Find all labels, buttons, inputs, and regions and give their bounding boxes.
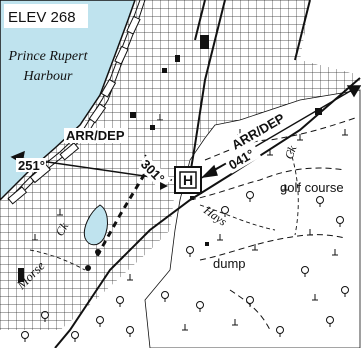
- heliport-icon: H: [174, 166, 202, 194]
- roads: [54, 0, 361, 348]
- rail-dashes: [93, 164, 152, 261]
- elevation-box: [4, 4, 88, 28]
- route-heading-west: 251°: [18, 158, 45, 173]
- golf-course-boundary: [189, 117, 356, 331]
- route-name-west: ARR/DEP: [66, 128, 125, 143]
- harbour-name-line2: Harbour: [22, 69, 73, 84]
- hays-creek-suffix: Ck: [282, 143, 300, 161]
- elevation-label: ELEV 268: [8, 9, 76, 26]
- route-label-bg-ne: [227, 108, 291, 154]
- golf-course-label: golf course: [280, 180, 344, 195]
- creeks: [29, 149, 299, 271]
- harbour-name-line1: Prince Rupert: [8, 49, 89, 64]
- wharf-structures: [7, 15, 141, 205]
- dump-label: dump: [213, 256, 246, 271]
- tree-icon: [21, 191, 349, 342]
- harbour-water: [0, 0, 136, 202]
- marsh-icon: [32, 114, 348, 331]
- direction-arrow-icon: [160, 182, 168, 190]
- route-heading-bg-ne: [224, 143, 262, 174]
- pond-water: [83, 204, 108, 246]
- route-heading-bg-west: [16, 158, 46, 172]
- building-icon: [18, 35, 322, 282]
- route-heading-bg-nw: [136, 155, 172, 190]
- route-label-bg-west: [64, 128, 128, 143]
- heliport-symbol: H: [183, 172, 193, 188]
- wooded-area-boundary: [144, 89, 361, 348]
